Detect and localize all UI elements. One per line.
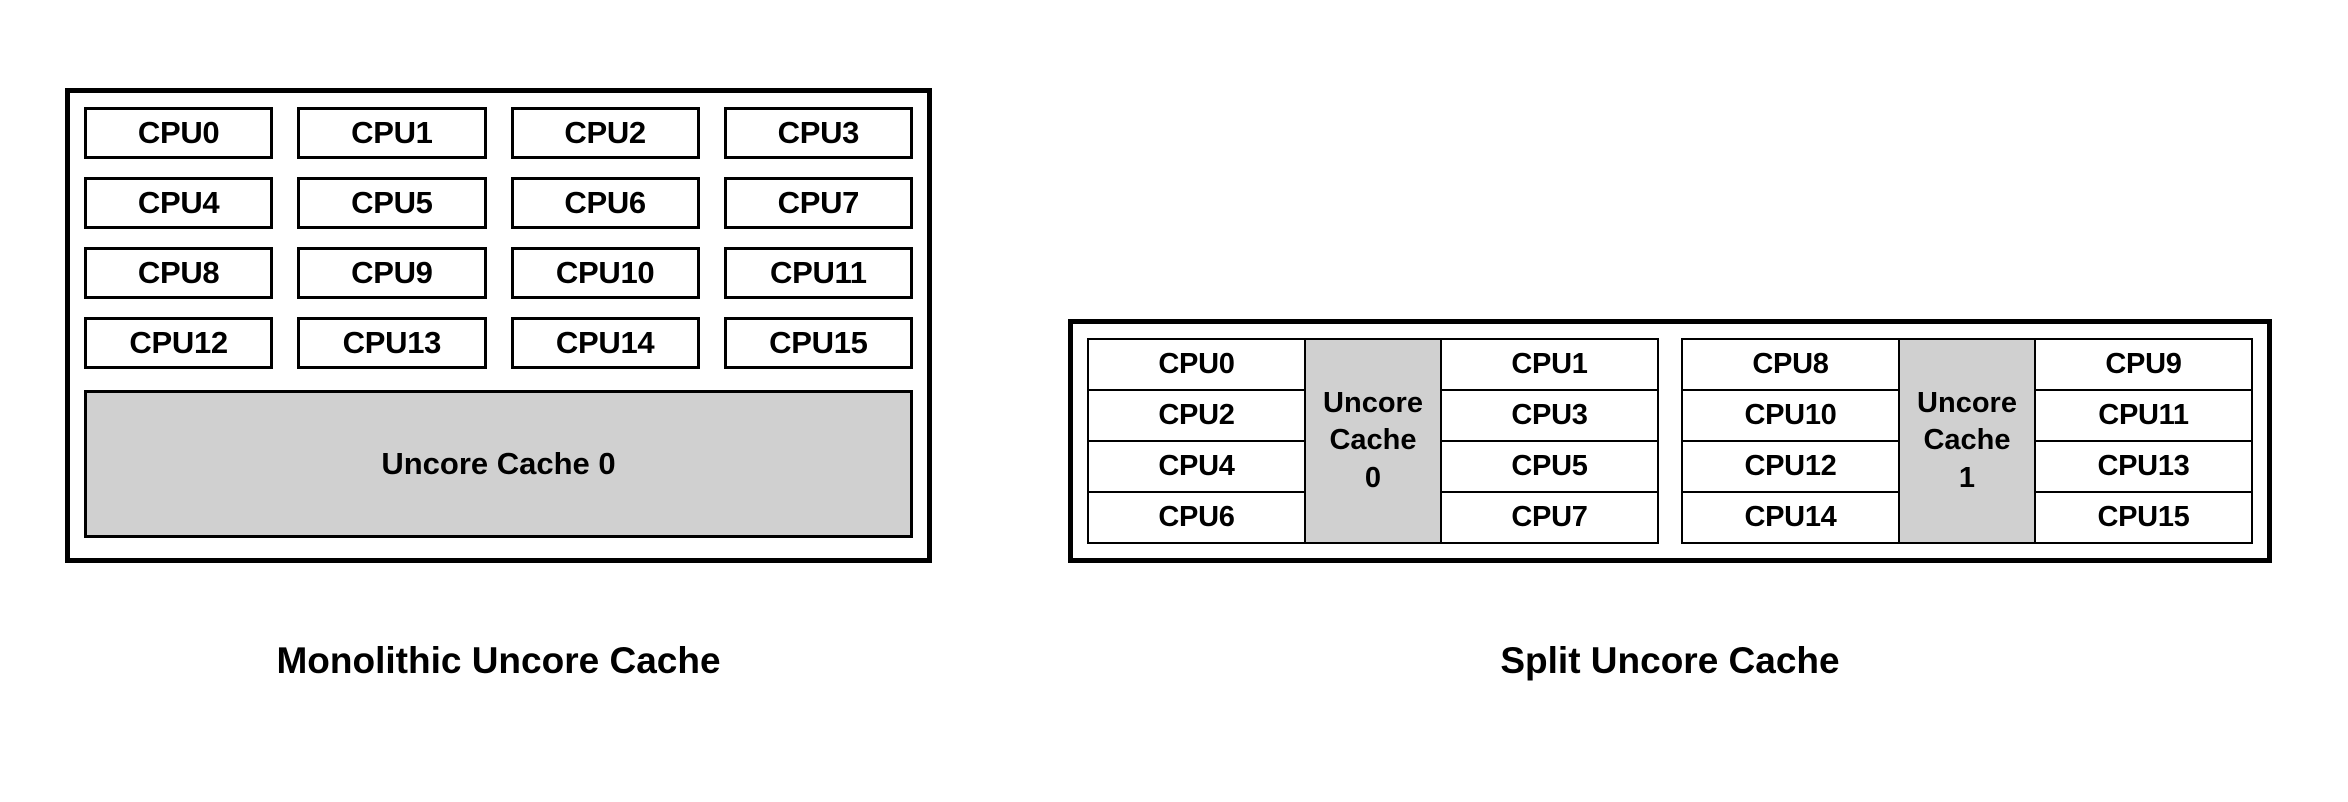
cpu-box: CPU10 [510, 247, 700, 299]
monolithic-uncore-cache-diagram: CPU0 CPU1 CPU2 CPU3 CPU4 CPU5 CPU6 CPU7 … [65, 88, 932, 563]
cpu-box: CPU5 [1440, 440, 1659, 493]
split-figure-caption: Split Uncore Cache [1500, 640, 1840, 681]
cpu-box: CPU12 [1681, 440, 1900, 493]
uncore-cache-label-line: 0 [1364, 461, 1382, 494]
cpu-box: CPU8 [84, 247, 274, 299]
cpu-box: CPU1 [297, 107, 487, 159]
split-cluster-0: CPU0 CPU2 CPU4 CPU6 Uncore Cache 0 CPU1 … [1087, 338, 1659, 544]
uncore-cache-block: Uncore Cache 0 [84, 390, 913, 538]
cpu-box: CPU8 [1681, 338, 1900, 391]
uncore-cache-label-line: 1 [1958, 461, 1976, 494]
uncore-cache-block: Uncore Cache 0 [1304, 338, 1442, 544]
cpu-box: CPU7 [723, 177, 913, 229]
uncore-cache-label-line: Uncore [1323, 387, 1423, 420]
cpu-box: CPU2 [510, 107, 700, 159]
split-cluster-0-right-column: CPU1 CPU3 CPU5 CPU7 [1440, 338, 1659, 544]
split-uncore-cache-diagram: CPU0 CPU2 CPU4 CPU6 Uncore Cache 0 CPU1 … [1068, 319, 2272, 563]
cpu-box: CPU0 [84, 107, 274, 159]
cpu-box: CPU3 [723, 107, 913, 159]
cpu-box: CPU12 [84, 317, 274, 369]
cpu-box: CPU2 [1087, 389, 1306, 442]
uncore-cache-label-line: Uncore [1917, 387, 2017, 420]
cpu-box: CPU3 [1440, 389, 1659, 442]
cpu-box: CPU15 [723, 317, 913, 369]
cpu-box: CPU6 [510, 177, 700, 229]
cpu-box: CPU9 [297, 247, 487, 299]
cpu-box: CPU6 [1087, 491, 1306, 544]
cpu-box: CPU15 [2034, 491, 2253, 544]
uncore-cache-label-line: Cache [1329, 424, 1417, 457]
cpu-box: CPU14 [510, 317, 700, 369]
cpu-box: CPU13 [2034, 440, 2253, 493]
split-cluster-1-right-column: CPU9 CPU11 CPU13 CPU15 [2034, 338, 2253, 544]
split-cluster-0-left-column: CPU0 CPU2 CPU4 CPU6 [1087, 338, 1306, 544]
split-cluster-1-left-column: CPU8 CPU10 CPU12 CPU14 [1681, 338, 1900, 544]
monolithic-figure-caption: Monolithic Uncore Cache [276, 640, 721, 681]
uncore-cache-block: Uncore Cache 1 [1898, 338, 2036, 544]
monolithic-inner-container: CPU0 CPU1 CPU2 CPU3 CPU4 CPU5 CPU6 CPU7 … [84, 107, 913, 544]
monolithic-cpu-grid: CPU0 CPU1 CPU2 CPU3 CPU4 CPU5 CPU6 CPU7 … [84, 107, 913, 369]
cpu-box: CPU13 [297, 317, 487, 369]
cpu-box: CPU14 [1681, 491, 1900, 544]
cpu-box: CPU4 [84, 177, 274, 229]
cpu-box: CPU7 [1440, 491, 1659, 544]
split-inner-container: CPU0 CPU2 CPU4 CPU6 Uncore Cache 0 CPU1 … [1087, 338, 2253, 544]
cpu-box: CPU11 [2034, 389, 2253, 442]
cpu-box: CPU4 [1087, 440, 1306, 493]
cpu-box: CPU10 [1681, 389, 1900, 442]
cpu-box: CPU1 [1440, 338, 1659, 391]
split-cluster-1: CPU8 CPU10 CPU12 CPU14 Uncore Cache 1 CP… [1681, 338, 2253, 544]
uncore-cache-label-line: Cache [1923, 424, 2011, 457]
cpu-box: CPU9 [2034, 338, 2253, 391]
cpu-box: CPU0 [1087, 338, 1306, 391]
cpu-box: CPU11 [723, 247, 913, 299]
cpu-box: CPU5 [297, 177, 487, 229]
